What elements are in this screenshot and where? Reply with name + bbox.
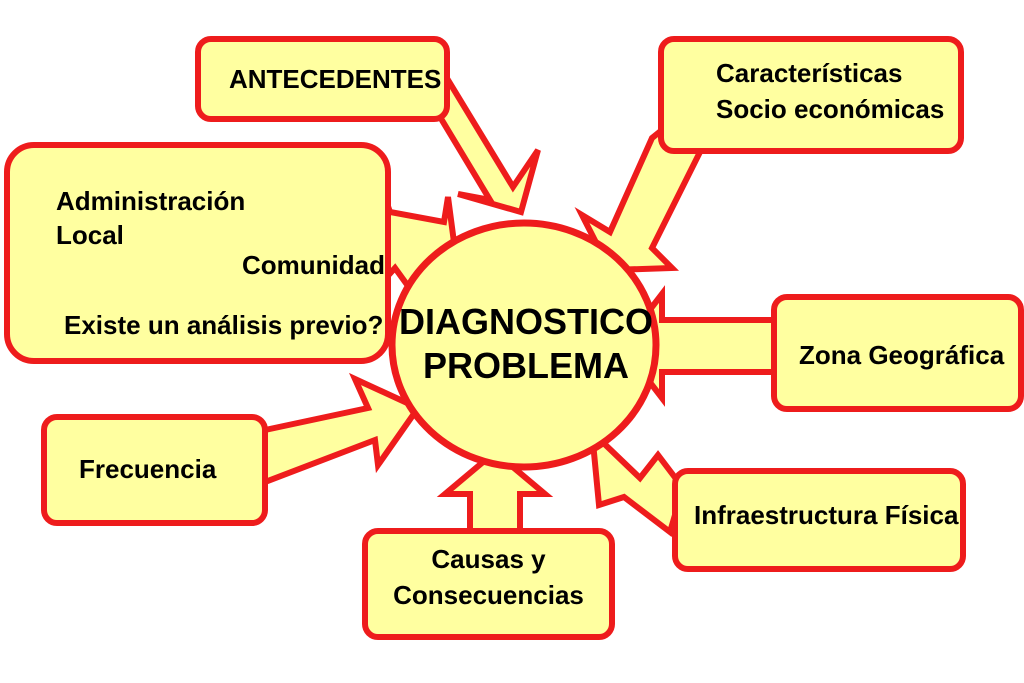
caracteristicas-line1: Características — [716, 58, 903, 88]
center-title-line2: PROBLEMA — [423, 345, 629, 386]
analisis-previo-label: Existe un análisis previo? — [64, 310, 384, 340]
causas-line1: Causas y — [431, 544, 546, 574]
arrow-frecuencia — [262, 372, 423, 487]
box-antecedentes: ANTECEDENTES — [195, 36, 450, 122]
box-causas: Causas y Consecuencias — [362, 528, 615, 640]
center-title: DIAGNOSTICO PROBLEMA — [376, 300, 676, 388]
antecedentes-label: ANTECEDENTES — [229, 64, 442, 94]
box-caracteristicas: Características Socio económicas — [658, 36, 964, 154]
box-infraestructura: Infraestructura Física — [672, 468, 966, 572]
center-title-line1: DIAGNOSTICO — [398, 301, 653, 342]
arrow-causas — [436, 448, 554, 536]
box-frecuencia: Frecuencia — [41, 414, 268, 526]
administracion-line1: Administración — [56, 186, 246, 216]
box-zona: Zona Geográfica — [771, 294, 1024, 412]
caracteristicas-line2: Socio económicas — [716, 94, 945, 124]
zona-label: Zona Geográfica — [799, 340, 1005, 370]
causas-line2: Consecuencias — [393, 580, 584, 610]
frecuencia-label: Frecuencia — [79, 454, 217, 484]
arrow-infraestructura — [588, 424, 687, 538]
box-administracion: Administración Local Comunidad Existe un… — [4, 142, 391, 364]
comunidad-label: Comunidad — [242, 250, 385, 280]
infraestructura-label: Infraestructura Física — [694, 500, 959, 530]
administracion-line2: Local — [56, 220, 124, 250]
center-circle — [388, 219, 660, 471]
